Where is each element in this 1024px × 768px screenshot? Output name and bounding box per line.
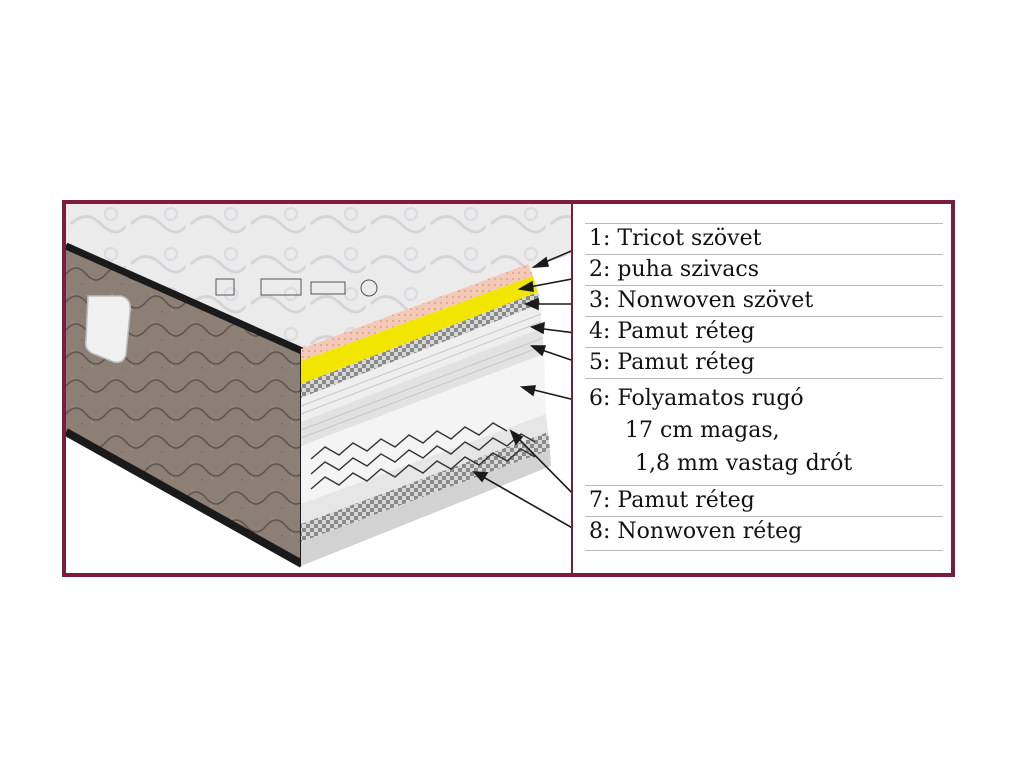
legend-item-text: 1: Tricot szövet <box>589 226 762 251</box>
mattress-cross-section-illustration <box>66 204 571 568</box>
legend-item-3: 3: Nonwoven szövet <box>585 285 943 316</box>
layer-springs <box>301 354 546 504</box>
layer-cotton-1 <box>301 304 542 422</box>
layer-cotton-2 <box>301 328 544 446</box>
layer-soft-foam <box>301 276 538 384</box>
legend-item-5: 5: Pamut réteg <box>585 347 943 378</box>
layer-tricot <box>301 264 533 361</box>
legend-item-4: 4: Pamut réteg <box>585 316 943 347</box>
legend-item-6: 6: Folyamatos rugó 17 cm magas, 1,8 mm v… <box>585 378 943 485</box>
handle <box>84 295 132 364</box>
mattress-top-surface <box>66 204 571 349</box>
layer-cotton-3 <box>301 414 548 524</box>
layer-stack <box>300 264 551 566</box>
legend-item-text: 8: Nonwoven réteg <box>589 519 803 544</box>
care-label-icons <box>215 278 378 297</box>
legend-item-1: 1: Tricot szövet <box>585 223 943 254</box>
legend-item-8: 8: Nonwoven réteg <box>585 516 943 551</box>
layer-legend: 1: Tricot szövet 2: puha szivacs 3: Nonw… <box>585 223 943 551</box>
layer-arrows <box>472 250 571 529</box>
layer-nonwoven-top <box>301 292 540 398</box>
legend-item-text: 5: Pamut réteg <box>589 350 755 375</box>
panel-divider <box>571 200 573 577</box>
legend-item-text-line3: 1,8 mm vastag drót <box>635 451 853 476</box>
layer-nonwoven-bottom <box>301 432 550 542</box>
legend-item-7: 7: Pamut réteg <box>585 485 943 516</box>
legend-item-text: 7: Pamut réteg <box>589 488 755 513</box>
legend-item-2: 2: puha szivacs <box>585 254 943 285</box>
legend-item-text: 3: Nonwoven szövet <box>589 288 814 313</box>
legend-item-text-line2: 17 cm magas, <box>625 418 780 443</box>
legend-item-text: 2: puha szivacs <box>589 257 760 282</box>
legend-item-text: 4: Pamut réteg <box>589 319 755 344</box>
legend-item-text: 6: Folyamatos rugó <box>589 386 804 411</box>
